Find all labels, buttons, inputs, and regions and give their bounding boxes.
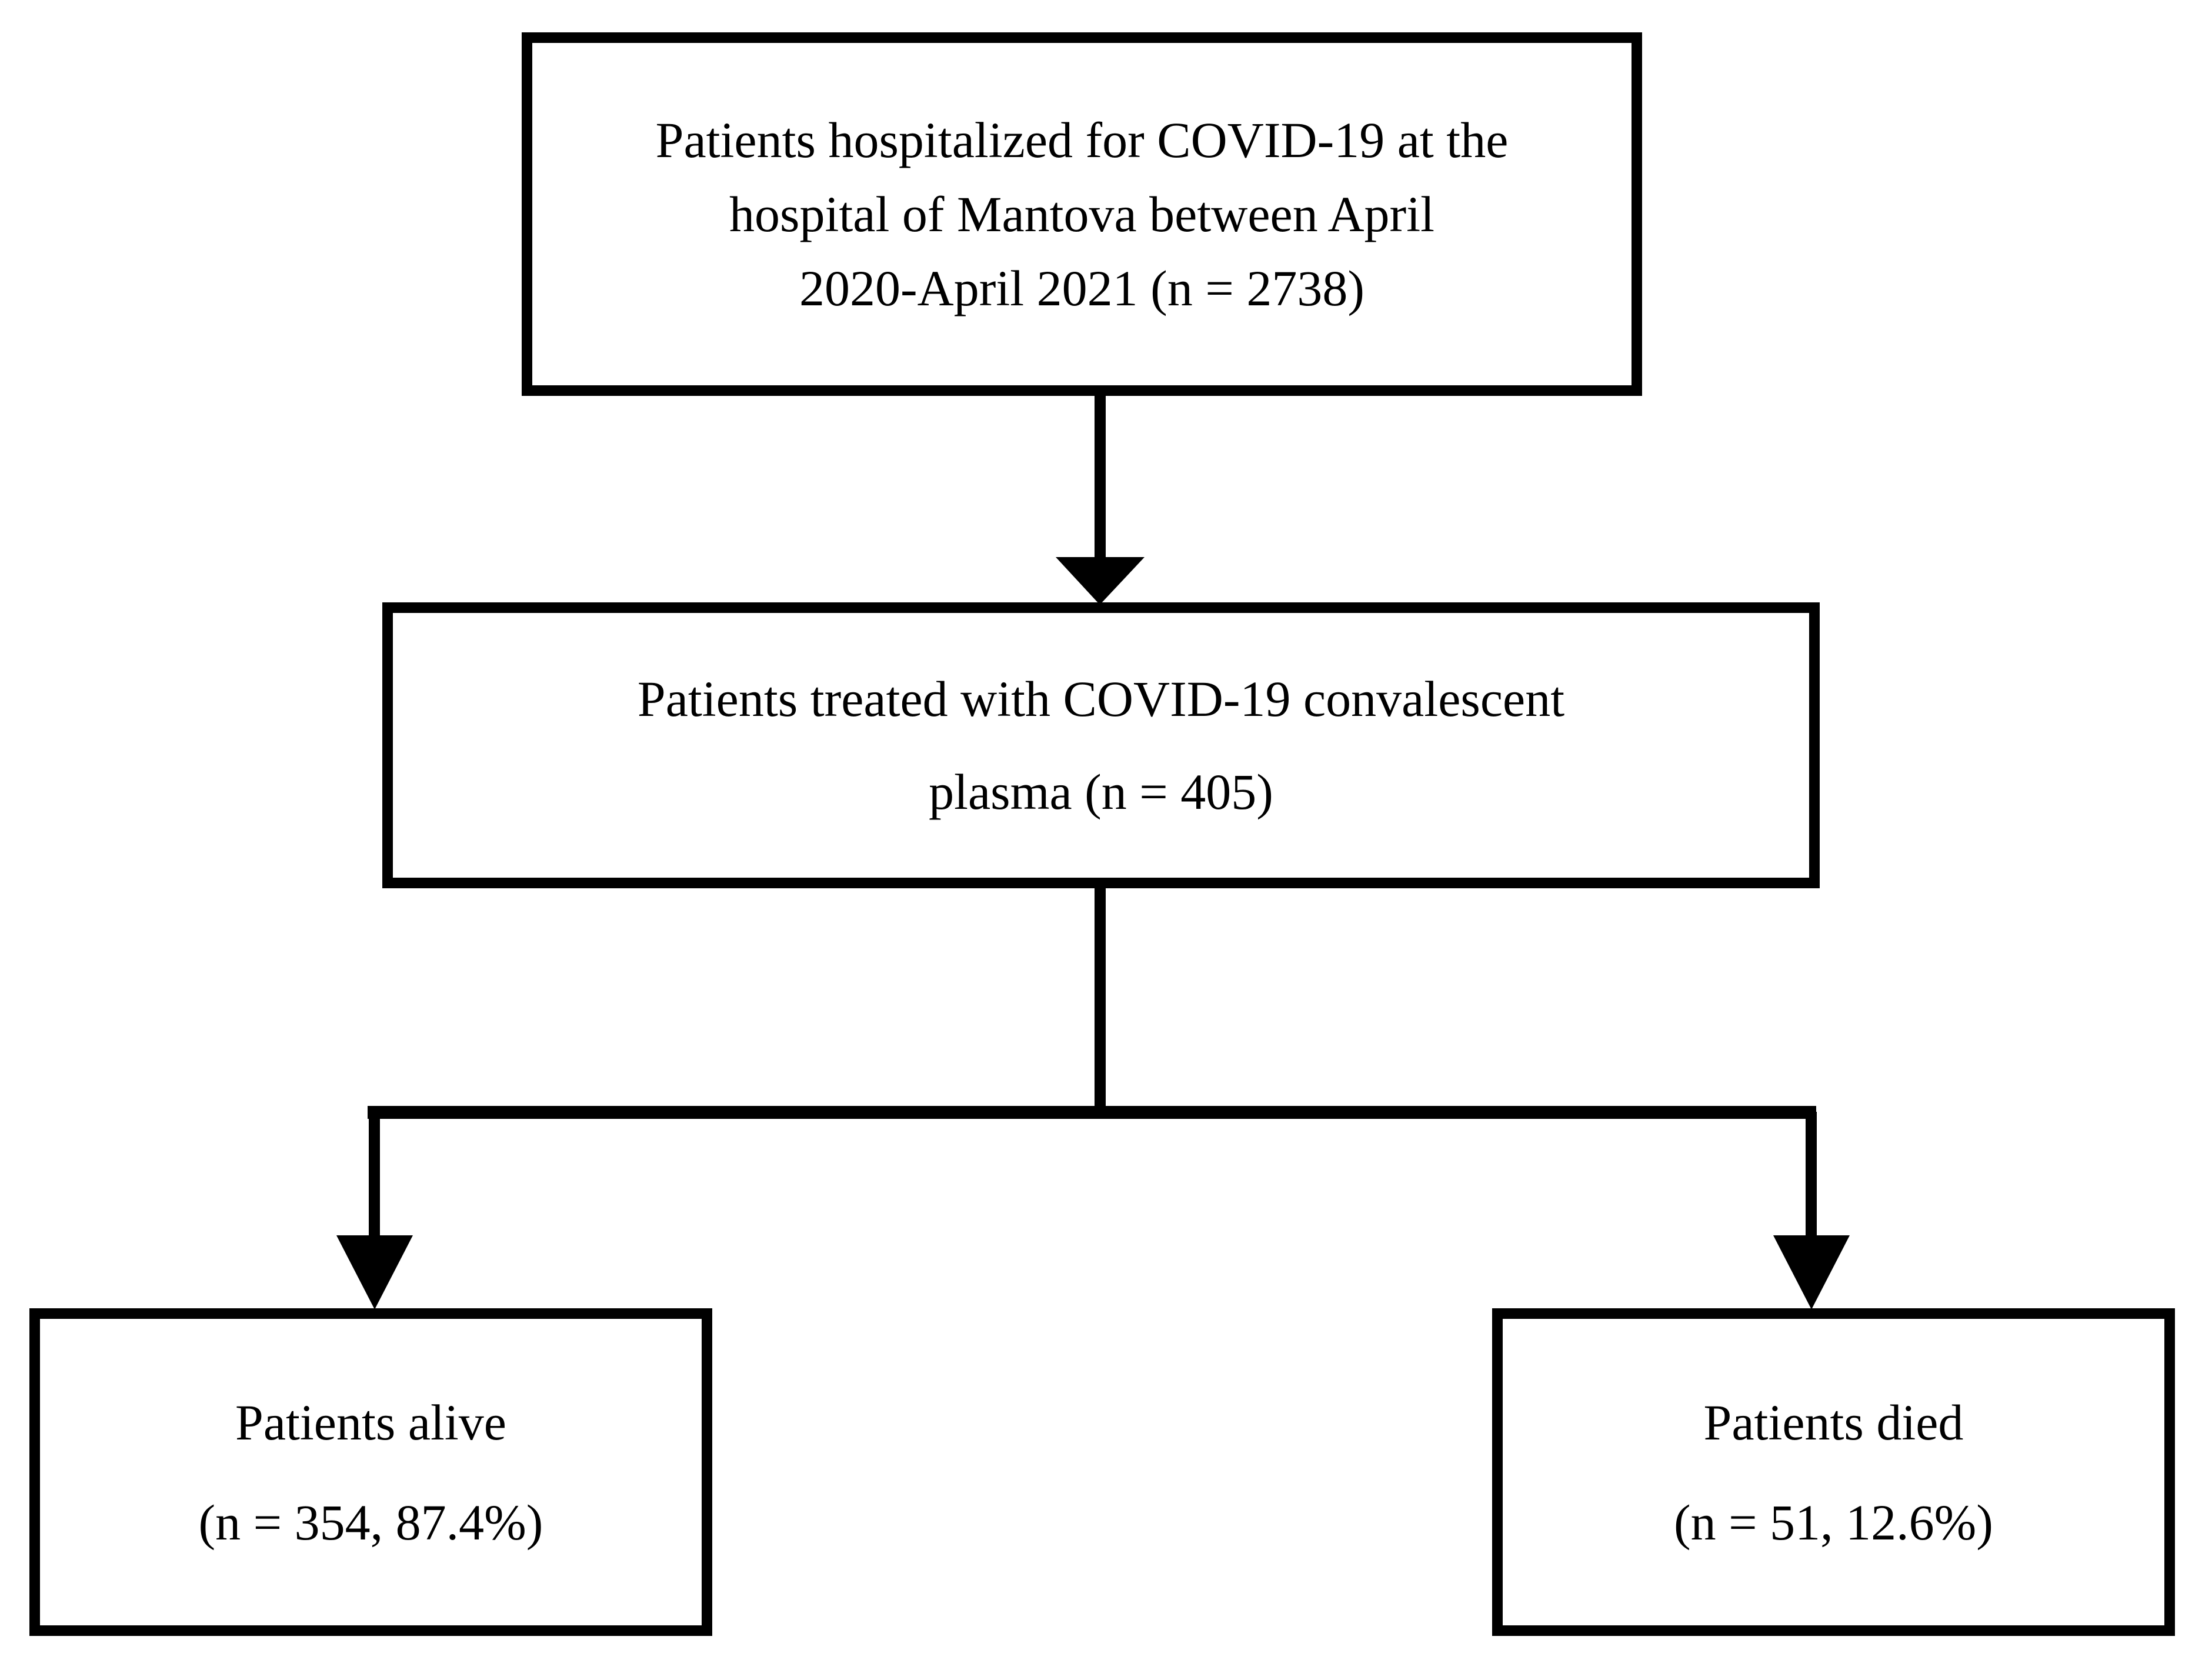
node-treated-line-1: Patients treated with COVID-19 convalesc…	[637, 671, 1565, 727]
edge-cohort-to-treated	[1056, 396, 1145, 605]
node-cohort-line-1: Patients hospitalized for COVID-19 at th…	[655, 112, 1509, 168]
node-alive-label: Patients alive	[235, 1394, 506, 1451]
node-treated-with-ccp: Patients treated with COVID-19 convalesc…	[382, 602, 1820, 888]
node-patients-alive: Patients alive (n = 354, 87.4%)	[29, 1308, 712, 1636]
edge-split-to-alive	[336, 1112, 413, 1309]
edge-split-to-died	[1773, 1112, 1850, 1309]
node-died-label: Patients died	[1703, 1394, 1964, 1451]
node-cohort-line-2: hospital of Mantova between April	[729, 186, 1434, 242]
edge-treated-to-split	[368, 888, 1816, 1119]
node-treated-line-2: plasma (n = 405)	[929, 764, 1273, 820]
node-died-count: (n = 51, 12.6%)	[1674, 1494, 1993, 1551]
node-hospitalized-cohort: Patients hospitalized for COVID-19 at th…	[522, 32, 1642, 396]
node-cohort-line-3: 2020-April 2021 (n = 2738)	[799, 260, 1364, 316]
node-patients-died: Patients died (n = 51, 12.6%)	[1492, 1308, 2175, 1636]
node-alive-count: (n = 354, 87.4%)	[198, 1494, 543, 1551]
